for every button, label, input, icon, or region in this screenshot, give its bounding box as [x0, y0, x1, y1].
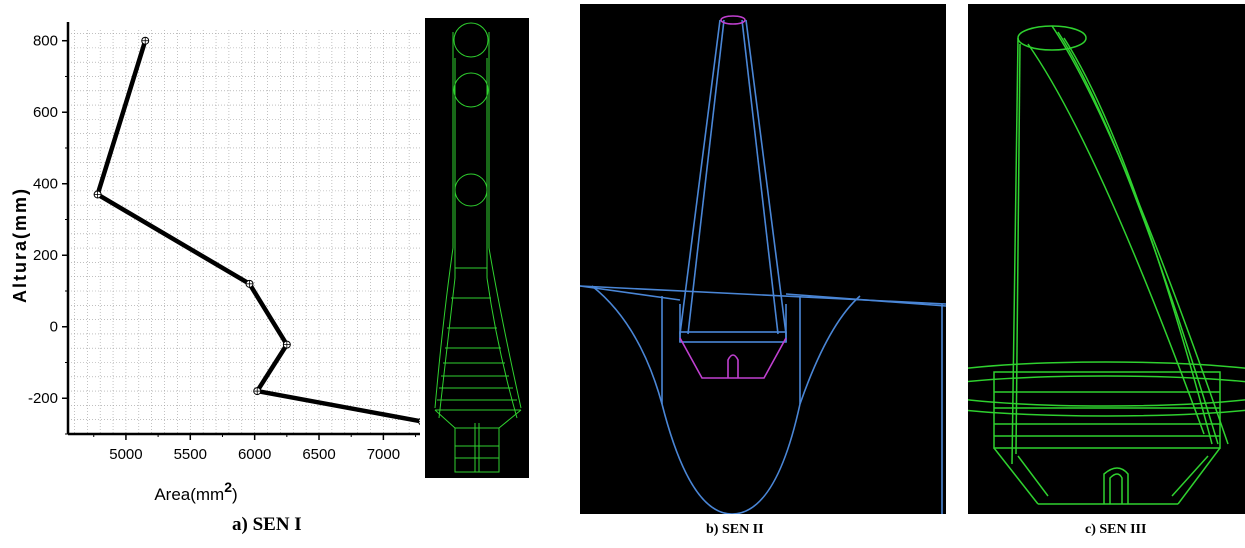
chart-tick-labels: 5000 5500 6000 6500 7000 800 600 400 200 0 -200: [28, 33, 400, 463]
caption-sen-i: a) SEN I: [232, 514, 302, 535]
x-axis-label: Area(mm2): [154, 479, 237, 504]
x-axis-label-sup: 2: [224, 479, 232, 495]
y-tick-label: 0: [50, 319, 58, 336]
sen-iii-wireframe-view: [905, 4, 1245, 514]
x-tick-label: 6000: [238, 446, 271, 463]
chart-axes: [62, 22, 420, 440]
sen-ii-wireframe-view: [579, 4, 947, 515]
x-axis-label-close: ): [232, 485, 238, 504]
y-tick-label: 200: [33, 247, 58, 264]
chart-series: [93, 36, 420, 425]
x-axis-label-main: Area(mm: [154, 485, 224, 504]
data-point: [245, 279, 254, 288]
sen-iii-wireframe: [905, 25, 1245, 505]
y-tick-label: -200: [28, 390, 58, 407]
y-tick-label: 600: [33, 104, 58, 121]
area-height-chart: 5000 5500 6000 6500 7000 800 600 400 200 0 -200 Al…: [10, 22, 420, 504]
y-axis-label: Altura(mm): [10, 187, 30, 303]
data-point: [418, 418, 420, 425]
x-tick-label: 5500: [174, 446, 207, 463]
data-point: [282, 340, 291, 349]
sen-ii-wireframe: [579, 15, 947, 515]
data-point: [93, 190, 102, 199]
caption-sen-ii: b) SEN II: [706, 522, 764, 537]
x-tick-label: 6500: [302, 446, 335, 463]
sen-i-wireframe-view: [425, 18, 529, 478]
x-tick-label: 5000: [109, 446, 142, 463]
y-tick-label: 800: [33, 33, 58, 50]
data-point: [141, 36, 150, 45]
data-point: [253, 387, 262, 396]
caption-sen-iii: c) SEN III: [1085, 522, 1147, 537]
sen-i-wireframe: [434, 22, 522, 473]
y-tick-label: 400: [33, 176, 58, 193]
chart-panel: 5000 5500 6000 6500 7000 800 600 400 200 0 -200 Al…: [0, 0, 420, 510]
chart-grid: [68, 30, 420, 435]
series-line: [95, 40, 420, 424]
x-tick-label: 7000: [367, 446, 400, 463]
